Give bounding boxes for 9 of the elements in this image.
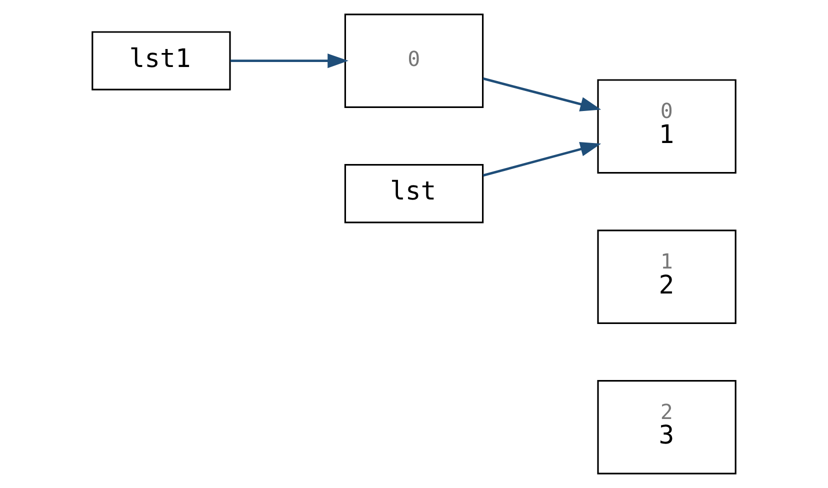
node-box: 0 1 xyxy=(597,79,736,174)
node-box: 2 3 xyxy=(597,380,736,474)
node-box: 0 xyxy=(344,14,484,108)
node-box: lst1 xyxy=(92,31,231,90)
arrow xyxy=(230,54,348,68)
node-box: lst xyxy=(344,164,484,224)
node-box: 1 2 xyxy=(597,230,736,324)
arrow xyxy=(482,142,602,177)
arrow xyxy=(482,77,602,112)
